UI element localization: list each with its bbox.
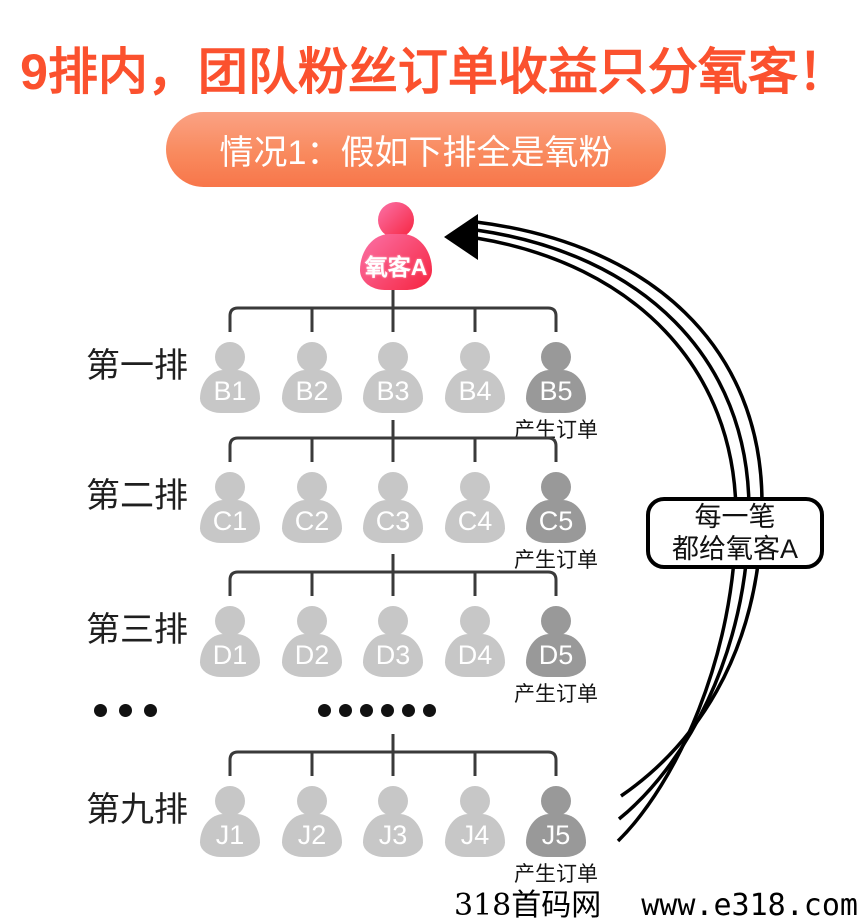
member-label: C2 — [294, 506, 330, 536]
ellipsis-dots-left — [94, 704, 157, 717]
member-label: J3 — [378, 820, 408, 850]
member-node: J3 — [361, 786, 425, 858]
member-node-order: B5 — [524, 342, 588, 414]
member-label: D5 — [538, 640, 574, 670]
member-label: J4 — [460, 820, 490, 850]
reward-note-line2: 都给氧客A — [671, 534, 798, 564]
member-label: B3 — [376, 376, 410, 406]
member-label: C4 — [457, 506, 493, 536]
person-icon — [215, 342, 245, 372]
member-label: C1 — [212, 506, 248, 536]
member-node: C3 — [361, 472, 425, 544]
member-label: D4 — [457, 640, 493, 670]
root-member-label: 氧客A — [364, 254, 428, 280]
reward-note-box: 每一笔 都给氧客A — [646, 497, 824, 569]
person-icon — [378, 472, 408, 502]
person-icon — [297, 786, 327, 816]
watermark: 318首码网 www.e318.com — [0, 880, 858, 923]
member-node: C4 — [443, 472, 507, 544]
member-node: J1 — [198, 786, 262, 858]
watermark-url: www.e318.com — [641, 888, 858, 923]
member-node-order: J5 — [524, 786, 588, 858]
member-label: D2 — [294, 640, 330, 670]
person-icon — [460, 472, 490, 502]
ellipsis-dots-middle — [318, 704, 436, 717]
member-label: B1 — [213, 376, 247, 406]
member-node: B1 — [198, 342, 262, 414]
person-icon — [215, 786, 245, 816]
member-label: C5 — [538, 506, 574, 536]
person-icon — [215, 472, 245, 502]
member-node: D3 — [361, 606, 425, 678]
arrowhead-icon — [444, 214, 478, 260]
person-icon — [460, 606, 490, 636]
page-title: 9排内，团队粉丝订单收益只分氧客！ — [20, 44, 848, 100]
person-icon — [541, 786, 571, 816]
watermark-site: 318首码网 — [453, 888, 602, 923]
person-icon — [541, 342, 571, 372]
row-label: 第二排 — [86, 477, 188, 515]
root-person-icon-body — [360, 234, 432, 290]
member-label: B5 — [539, 376, 573, 406]
scenario-banner-label: 情况1：假如下排全是氧粉 — [219, 134, 613, 172]
person-icon — [297, 342, 327, 372]
dot — [402, 704, 415, 717]
member-label: B2 — [295, 376, 329, 406]
member-label: J2 — [297, 820, 327, 850]
reward-note-line1: 每一笔 — [694, 502, 776, 532]
dot — [423, 704, 436, 717]
connector-bracket — [228, 420, 558, 462]
connector-bracket — [228, 734, 558, 776]
member-node: C1 — [198, 472, 262, 544]
order-caption: 产生订单 — [514, 863, 598, 886]
order-caption: 产生订单 — [514, 683, 598, 706]
person-icon — [460, 342, 490, 372]
dot — [381, 704, 394, 717]
member-node: B2 — [280, 342, 344, 414]
dot — [119, 704, 132, 717]
person-icon — [460, 786, 490, 816]
member-label: C3 — [375, 506, 411, 536]
dot — [94, 704, 107, 717]
person-icon — [541, 606, 571, 636]
person-icon — [378, 606, 408, 636]
dot — [318, 704, 331, 717]
member-node: D4 — [443, 606, 507, 678]
dot — [360, 704, 373, 717]
connector-bracket — [228, 554, 558, 596]
connector-bracket — [228, 290, 558, 332]
dot — [144, 704, 157, 717]
member-label: B4 — [458, 376, 492, 406]
row-label: 第一排 — [86, 347, 188, 385]
member-label: J1 — [215, 820, 245, 850]
person-icon — [297, 472, 327, 502]
person-icon — [378, 342, 408, 372]
member-node-order: C5 — [524, 472, 588, 544]
dot — [339, 704, 352, 717]
person-icon — [297, 606, 327, 636]
scenario-banner: 情况1：假如下排全是氧粉 — [166, 112, 666, 187]
member-label: D1 — [212, 640, 248, 670]
row-label: 第九排 — [86, 791, 188, 829]
root-person-icon-head — [378, 202, 414, 238]
member-node-order: D5 — [524, 606, 588, 678]
member-node: D1 — [198, 606, 262, 678]
member-node: B3 — [361, 342, 425, 414]
person-icon — [378, 786, 408, 816]
member-node: J2 — [280, 786, 344, 858]
member-node: B4 — [443, 342, 507, 414]
person-icon — [541, 472, 571, 502]
member-node: D2 — [280, 606, 344, 678]
member-node: C2 — [280, 472, 344, 544]
member-label: J5 — [541, 820, 571, 850]
member-node: J4 — [443, 786, 507, 858]
member-label: D3 — [375, 640, 411, 670]
root-member-node: 氧客A — [360, 202, 432, 294]
person-icon — [215, 606, 245, 636]
row-label: 第三排 — [86, 611, 188, 649]
